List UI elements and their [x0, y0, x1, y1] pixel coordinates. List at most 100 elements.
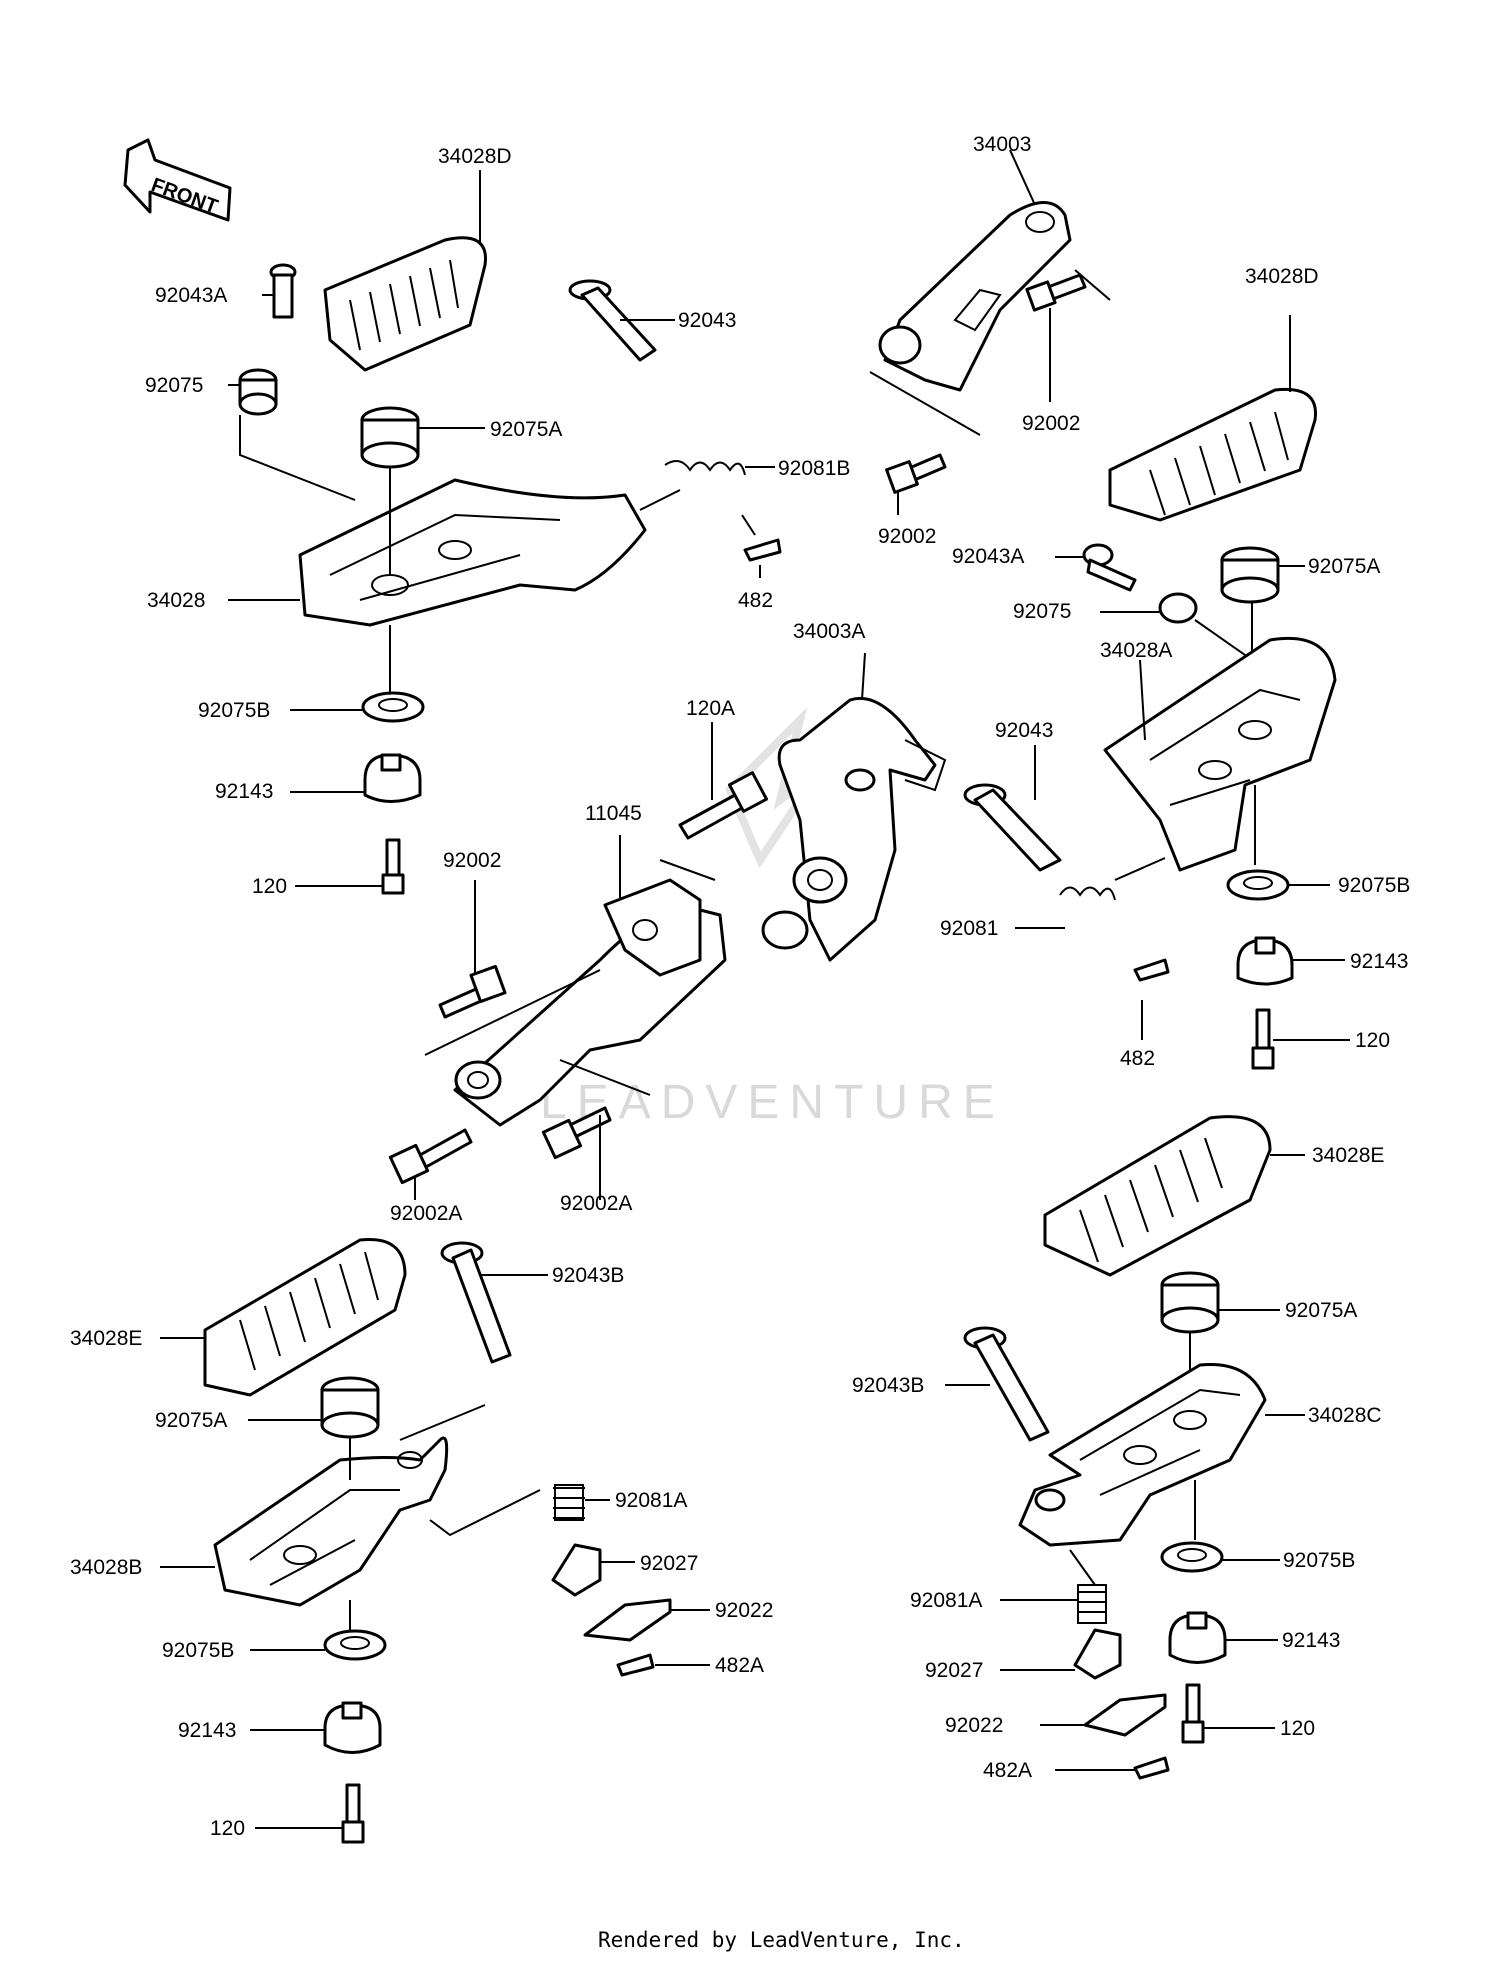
detent-ball-icon [1000, 1628, 1122, 1680]
part-label: 482 [1120, 1047, 1155, 1070]
right-footpeg-assembly [963, 315, 1350, 1070]
part-label: 92081 [940, 917, 998, 940]
part-label: 34028 [147, 589, 205, 612]
footpeg-body-icon [1018, 1362, 1305, 1586]
clip-icon [741, 514, 782, 578]
rubber-damper-icon [360, 406, 485, 469]
part-label: 34003A [793, 620, 865, 643]
bumper-icon [290, 753, 422, 803]
detent-plate-icon [583, 1598, 710, 1642]
part-label: 120 [1355, 1029, 1390, 1052]
watermark-text: LEADVENTURE [540, 1076, 1005, 1129]
part-label: 92075B [198, 699, 270, 722]
detent-spring-icon [1000, 1584, 1107, 1624]
bolt-icon [678, 722, 769, 840]
bolt-icon [1025, 273, 1087, 402]
bolt-icon [255, 1783, 365, 1844]
footpeg-body-icon [228, 415, 647, 695]
bumper-icon [250, 1701, 382, 1754]
part-label: 92043B [552, 1264, 624, 1287]
washer-icon [1160, 1541, 1280, 1573]
rubber-damper-icon [1220, 546, 1305, 720]
part-label: 92075B [1283, 1549, 1355, 1572]
part-label: 92002A [390, 1202, 462, 1225]
part-label: 92022 [945, 1714, 1003, 1737]
part-label: 120 [252, 875, 287, 898]
washer-icon [290, 691, 425, 723]
lower-right-footpeg-assembly [945, 1115, 1305, 1780]
part-label: 92027 [925, 1659, 983, 1682]
part-label: 92143 [1350, 950, 1408, 973]
part-label: 92143 [178, 1719, 236, 1742]
clip-icon [1055, 1756, 1170, 1780]
bolt-icon [295, 838, 405, 895]
part-label: 34028D [438, 145, 512, 168]
bumper-icon [1236, 936, 1345, 986]
part-label: 92002 [443, 849, 501, 872]
part-label: 482 [738, 589, 773, 612]
front-arrow-icon: FRONT [123, 138, 232, 222]
part-labels: 34028D 34003 92043A 92043 92075 92002 34… [70, 133, 1410, 1840]
part-label: 34028A [1100, 639, 1172, 662]
bolt-icon [1181, 1683, 1275, 1744]
washer-icon [1226, 869, 1330, 901]
footpeg-rubber-icon [160, 1237, 407, 1397]
collar-icon [228, 368, 278, 416]
footpeg-rubber-icon [1108, 315, 1317, 522]
bolt-icon [388, 1128, 473, 1200]
watermark: LEADVENTURE [540, 706, 1005, 1129]
upper-right-bracket-assembly [869, 149, 1111, 515]
part-label: 92081B [778, 457, 850, 480]
part-label: 92075A [155, 1409, 227, 1432]
part-label: 92081A [615, 1489, 687, 1512]
washer-icon [250, 1629, 387, 1661]
part-label: 92043A [155, 284, 227, 307]
pivot-pin-icon [440, 1241, 548, 1364]
part-label: 34028E [70, 1327, 142, 1350]
spring-icon [1015, 857, 1166, 929]
rubber-damper-icon [248, 1376, 380, 1439]
part-label: 92075A [1308, 555, 1380, 578]
pivot-pin-icon [568, 279, 675, 362]
part-label: 120 [210, 1817, 245, 1840]
part-label: 92143 [215, 780, 273, 803]
footer-credit: Rendered by LeadVenture, Inc. [598, 1928, 965, 1952]
bolt-icon [885, 453, 947, 515]
footpeg-body-icon [1103, 636, 1337, 872]
part-label: 92075A [490, 418, 562, 441]
bolt-icon [438, 880, 507, 1019]
footpeg-rubber-icon [1043, 1115, 1305, 1277]
part-label: 34028B [70, 1556, 142, 1579]
pivot-pin-icon [945, 1326, 1050, 1442]
pin-icon [1055, 543, 1137, 592]
part-label: 34028E [1312, 1144, 1384, 1167]
part-label: 92081A [910, 1589, 982, 1612]
detent-plate-icon [1040, 1693, 1167, 1737]
footpeg-rubber-icon [323, 170, 487, 372]
part-label: 92002 [1022, 412, 1080, 435]
bolt-icon [541, 1106, 612, 1200]
part-label: 92027 [640, 1552, 698, 1575]
spring-icon [639, 460, 775, 511]
part-label: 92043B [852, 1374, 924, 1397]
pivot-pin-icon [963, 745, 1062, 872]
part-label: 92002A [560, 1192, 632, 1215]
part-label: 92075 [1013, 600, 1071, 623]
part-label: 92022 [715, 1599, 773, 1622]
part-label: 92002 [878, 525, 936, 548]
clip-icon [1133, 958, 1170, 1040]
lower-left-footpeg-assembly [160, 1237, 710, 1844]
footpeg-body-icon [160, 1404, 541, 1630]
part-label: 34028D [1245, 265, 1319, 288]
part-label: 34003 [973, 133, 1031, 156]
detent-ball-icon [551, 1543, 635, 1597]
part-label: 92143 [1282, 1629, 1340, 1652]
part-label: 120A [686, 697, 735, 720]
part-label: 120 [1280, 1717, 1315, 1740]
center-bracket-assembly [388, 652, 947, 1200]
pin-icon [262, 263, 297, 319]
part-label: 92075A [1285, 1299, 1357, 1322]
part-label: 92043A [952, 545, 1024, 568]
part-label: 92043 [995, 719, 1053, 742]
